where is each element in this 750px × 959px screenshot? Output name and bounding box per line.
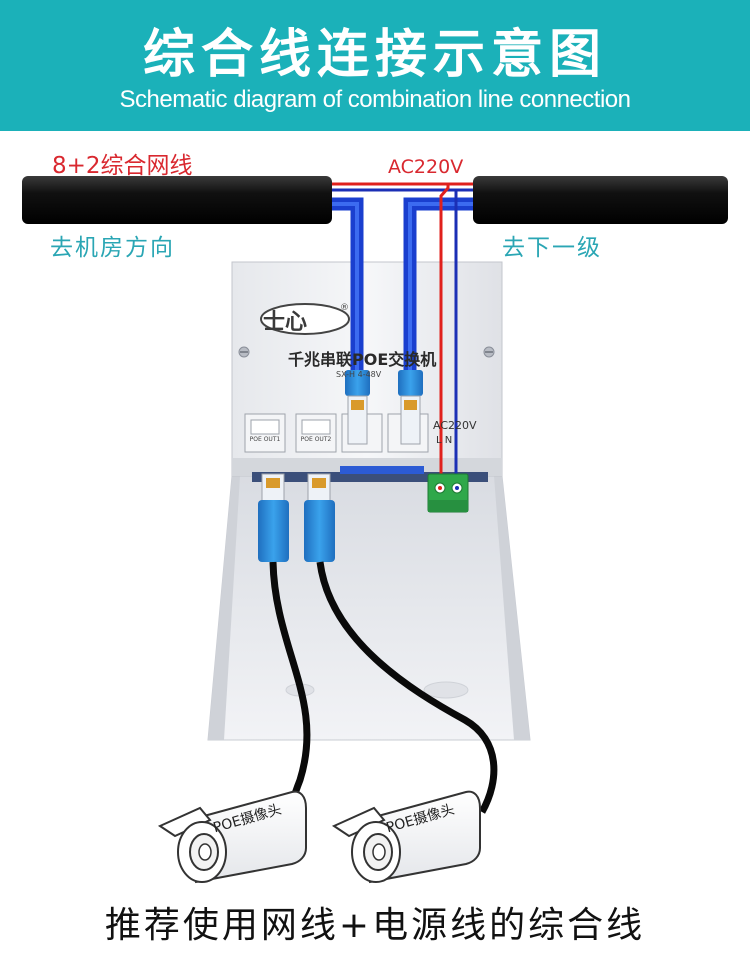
thin-wires (332, 182, 473, 192)
page-title: 综合线连接示意图 (142, 25, 607, 85)
cable-label: 8+2综合网线 (52, 153, 193, 179)
rj45-port-out1 (244, 413, 286, 453)
rj45-connector-icon (398, 370, 423, 445)
rj45-connector-icon (258, 473, 289, 562)
uplink-cable-1 (332, 197, 364, 375)
port-label-out2: POE OUT2 (300, 436, 332, 443)
right-direction-label: 去下一级 (502, 235, 602, 261)
port-label-out1: POE OUT1 (249, 436, 281, 443)
terminal-block-icon (427, 473, 469, 513)
switch-enclosure (207, 261, 531, 741)
power-wire-live (439, 184, 450, 486)
uplink-cable-2 (403, 197, 473, 375)
composite-cable-left (22, 176, 332, 224)
rj45-connector-icon (345, 370, 370, 445)
registered-mark: ® (340, 303, 349, 313)
terminal-pin-label: L N (436, 435, 453, 446)
rj45-port-out2 (295, 413, 337, 453)
header-banner: 综合线连接示意图 Schematic diagram of combinatio… (0, 0, 750, 131)
brand-logo-icon: ® (260, 303, 350, 335)
model-title: 千兆串联POE交换机 (288, 350, 437, 369)
rj45-connector-icon (304, 473, 335, 562)
camera-cable-2 (316, 561, 498, 814)
footer-note: 推荐使用网线+电源线的综合线 (104, 905, 646, 946)
model-number: SX-H 4-48V (336, 370, 382, 379)
ac-input-label: AC220V (388, 156, 464, 178)
left-direction-label: 去机房方向 (50, 235, 175, 261)
page-subtitle: Schematic diagram of combination line co… (119, 86, 631, 113)
screw-icon (238, 346, 250, 358)
brand-name: 士心 (263, 310, 308, 335)
screw-icon (483, 346, 495, 358)
camera-icon (157, 790, 307, 884)
terminal-voltage-label: AC220V (433, 419, 477, 432)
camera-icon (331, 790, 481, 884)
composite-cable-right (473, 176, 728, 224)
